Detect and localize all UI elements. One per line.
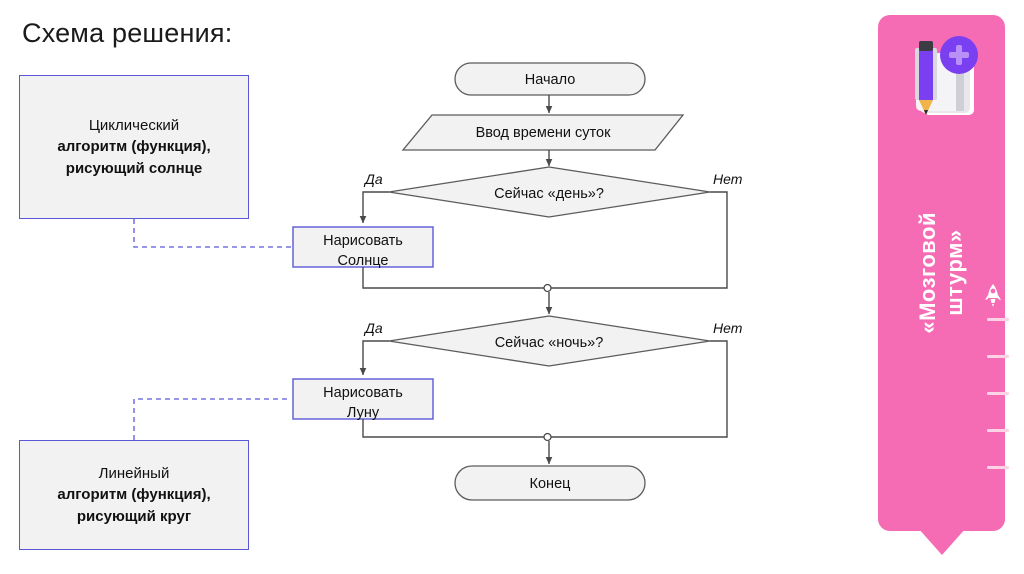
connector-moon-to-junction2 [362, 419, 544, 438]
node-draw-sun-shape [292, 226, 434, 268]
panel-text-line1: «Мозговой [914, 212, 940, 334]
branch-label-decision2-no: Нет [713, 320, 743, 336]
node-draw-moon-shape [292, 378, 434, 420]
node-decision1-shape [388, 166, 711, 218]
callout-cyclic-algorithm: Циклический алгоритм (функция), рисующий… [19, 75, 249, 219]
node-end-shape [454, 465, 646, 501]
notebook-pencil-plus-icon [915, 36, 978, 115]
node-end-label: Конец [529, 476, 571, 492]
branch-label-decision2-yes: Да [365, 320, 383, 336]
panel-tick-marks [983, 318, 1009, 488]
callout-cyclic-line1: Циклический [88, 117, 180, 135]
panel-tick-4 [987, 429, 1009, 432]
panel-tick-2 [987, 355, 1009, 358]
connector-decision2-no [551, 340, 728, 438]
node-start-shape [454, 62, 646, 96]
connector-sun-to-junction1 [362, 267, 544, 289]
panel-tick-3 [987, 392, 1009, 395]
page-title: Схема решения: [22, 18, 233, 48]
branch-label-decision1-yes: Да [365, 171, 383, 187]
panel-tick-1 [987, 318, 1009, 321]
junction-node-1 [543, 283, 552, 293]
panel-vertical-text: «Мозговой штурм» [878, 15, 1005, 531]
node-start-label: Начало [524, 72, 576, 88]
node-decision2-shape [388, 315, 711, 367]
node-decision2-label: Сейчас «ночь»? [494, 335, 604, 351]
node-draw-moon-label-line1: Нарисовать [323, 385, 403, 401]
node-input-label: Ввод времени суток [475, 125, 611, 141]
connector-decision2-yes [359, 340, 389, 376]
callout-linear-algorithm: Линейный алгоритм (функция), рисующий кр… [19, 440, 249, 550]
node-decision1-label: Сейчас «день»? [494, 186, 604, 202]
node-draw-sun-label: Нарисовать Солнце [293, 232, 433, 271]
panel-tick-5 [987, 466, 1009, 469]
node-input-shape [401, 114, 685, 151]
callout-cyclic-line2: алгоритм (функция), [57, 138, 211, 156]
callout-linear-line2: алгоритм (функция), [57, 486, 211, 504]
dashed-connector-cyclic-to-sun [133, 219, 291, 248]
node-draw-moon-label: Нарисовать Луну [293, 384, 433, 423]
dashed-connector-linear-to-moon [133, 398, 291, 440]
junction-node-2 [543, 432, 552, 442]
rocket-icon [985, 284, 1001, 307]
connector-decision1-no [551, 191, 728, 289]
callout-linear-line1: Линейный [98, 465, 170, 483]
panel-text-line2: штурм» [941, 229, 967, 317]
branch-label-decision1-no: Нет [713, 171, 743, 187]
side-panel-pointer [918, 528, 966, 555]
callout-linear-line3: рисующий круг [76, 507, 192, 525]
callout-cyclic-line3: рисующий солнце [65, 159, 203, 177]
node-draw-sun-label-line1: Нарисовать [323, 233, 403, 249]
connector-decision1-yes [359, 191, 389, 224]
node-draw-moon-label-line2: Луну [346, 404, 380, 421]
node-draw-sun-label-line2: Солнце [337, 252, 389, 269]
